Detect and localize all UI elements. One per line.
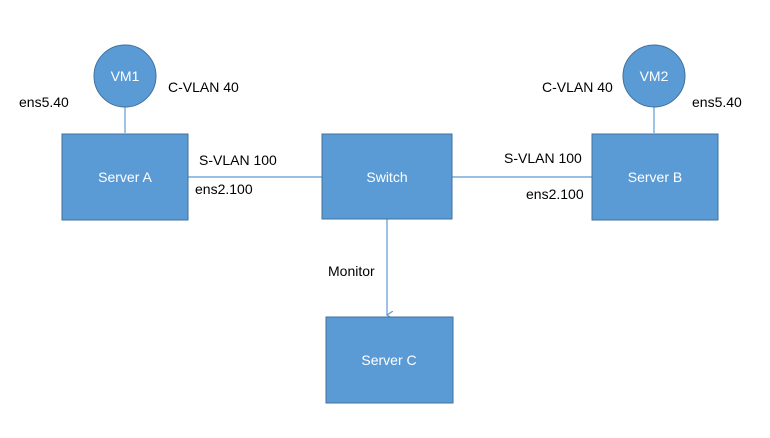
- vm2-label: VM2: [640, 68, 669, 84]
- server-a-box: [61, 133, 189, 221]
- server-a-node[interactable]: Server A: [61, 133, 189, 221]
- server-b-interface-label: ens2.100: [526, 186, 584, 202]
- switch-label: Switch: [366, 169, 407, 185]
- vm1-cvlan-label: C-VLAN 40: [168, 79, 239, 95]
- vm2-node[interactable]: VM2: [622, 44, 686, 108]
- switch-node[interactable]: Switch: [321, 133, 453, 220]
- server-a-svlan-label: S-VLAN 100: [199, 152, 277, 168]
- vm1-label: VM1: [111, 68, 140, 84]
- server-b-node[interactable]: Server B: [591, 133, 719, 221]
- server-c-label: Server C: [361, 352, 416, 368]
- server-b-box: [591, 133, 719, 221]
- vm2-circle: [622, 44, 686, 108]
- server-b-vm-interface-label: ens5.40: [692, 94, 742, 110]
- server-b-svlan-label: S-VLAN 100: [504, 150, 582, 166]
- server-a-label: Server A: [98, 169, 152, 185]
- vm1-circle: [93, 44, 157, 108]
- vm1-node[interactable]: VM1: [93, 44, 157, 108]
- server-a-interface-label: ens2.100: [195, 181, 253, 197]
- switch-box: [321, 133, 453, 220]
- vm2-cvlan-label: C-VLAN 40: [542, 79, 613, 95]
- server-c-box: [325, 316, 454, 404]
- server-a-vm-interface-label: ens5.40: [19, 94, 69, 110]
- server-b-label: Server B: [628, 169, 682, 185]
- monitor-label: Monitor: [328, 263, 375, 279]
- server-c-node[interactable]: Server C: [325, 316, 454, 404]
